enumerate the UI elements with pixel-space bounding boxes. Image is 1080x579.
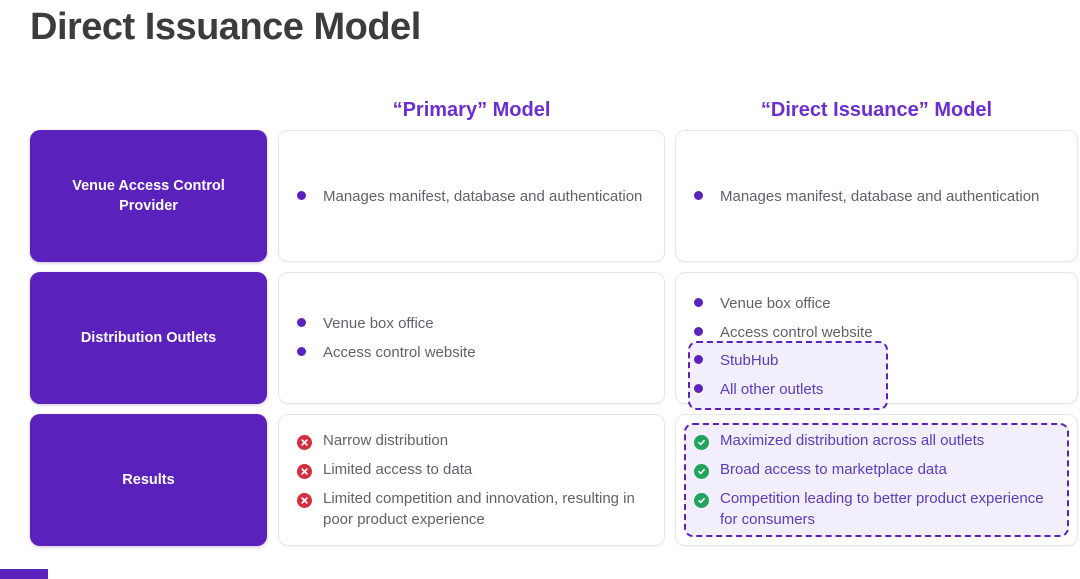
- list-item-label: Broad access to marketplace data: [720, 461, 947, 478]
- list-item: Broad access to marketplace data: [694, 455, 1057, 484]
- bullet-dot-icon: [694, 379, 720, 393]
- bullet-dot-icon: [694, 293, 720, 307]
- list-item-label: All other outlets: [720, 381, 824, 398]
- bullet-list: Manages manifest, database and authentic…: [297, 182, 648, 211]
- list-item: Narrow distribution: [297, 426, 648, 455]
- list-item: Venue box office: [297, 309, 648, 338]
- list-item-label: Manages manifest, database and authentic…: [323, 187, 643, 205]
- cell-direct-results: Maximized distribution across all outlet…: [675, 414, 1078, 546]
- list-item-label: Limited competition and innovation, resu…: [323, 490, 635, 528]
- cell-primary-distribution-outlets: Venue box office Access control website: [278, 272, 665, 404]
- list-item-label: Competition leading to better product ex…: [720, 490, 1044, 528]
- list-item: Limited access to data: [297, 455, 648, 484]
- cross-circle-icon: [297, 488, 323, 508]
- bullet-dot-icon: [297, 313, 323, 327]
- check-circle-icon: [694, 430, 720, 450]
- list-item-label: Access control website: [323, 344, 476, 361]
- cell-primary-venue-access: Manages manifest, database and authentic…: [278, 130, 665, 262]
- row-label-venue-access-control-provider[interactable]: Venue Access Control Provider: [30, 130, 267, 262]
- bullet-dot-icon: [297, 342, 323, 356]
- bullet-dot-icon: [694, 350, 720, 364]
- row-label-results[interactable]: Results: [30, 414, 267, 546]
- cell-direct-distribution-outlets: Venue box office Access control website …: [675, 272, 1078, 410]
- bullet-list: Manages manifest, database and authentic…: [694, 182, 1061, 211]
- list-item-label: Manages manifest, database and authentic…: [720, 187, 1040, 205]
- list-item: StubHub: [694, 346, 880, 375]
- list-item: Venue box office: [694, 289, 1061, 318]
- bullet-dot-icon: [694, 186, 720, 200]
- list-item-label: Access control website: [720, 324, 873, 341]
- list-item: Competition leading to better product ex…: [694, 484, 1057, 534]
- bullet-list: Narrow distribution Limited access to da…: [297, 426, 648, 534]
- row-label-text: Venue Access Control Provider: [72, 178, 225, 214]
- row-label-text: Distribution Outlets: [80, 330, 217, 346]
- column-header-primary: “Primary” Model: [392, 99, 551, 121]
- bullet-dot-icon: [694, 322, 720, 336]
- cross-circle-icon: [297, 459, 323, 479]
- list-item-label: StubHub: [720, 352, 779, 369]
- list-item: All other outlets: [694, 375, 880, 404]
- page-title: Direct Issuance Model: [30, 6, 421, 48]
- check-circle-icon: [694, 488, 720, 508]
- check-circle-icon: [694, 459, 720, 479]
- cell-primary-results: Narrow distribution Limited access to da…: [278, 414, 665, 546]
- bullet-dot-icon: [297, 186, 323, 200]
- table-row: Results Narrow distribution: [0, 414, 1080, 546]
- cross-circle-icon: [297, 430, 323, 450]
- list-item: Maximized distribution across all outlet…: [694, 426, 1057, 455]
- list-item: Manages manifest, database and authentic…: [297, 182, 648, 211]
- slide-corner-accent-bar: [0, 569, 48, 579]
- table-row: Distribution Outlets Venue box office Ac…: [0, 272, 1080, 410]
- bullet-list: Venue box office Access control website: [297, 309, 648, 367]
- list-item-label: Narrow distribution: [323, 432, 449, 449]
- list-item-label: Limited access to data: [323, 461, 473, 478]
- table-row: Venue Access Control Provider Manages ma…: [0, 130, 1080, 262]
- column-header-direct-issuance: “Direct Issuance” Model: [760, 99, 993, 121]
- highlight-box-direct-results: Maximized distribution across all outlet…: [684, 423, 1069, 537]
- list-item: Access control website: [297, 338, 648, 367]
- list-item-label: Venue box office: [323, 315, 434, 332]
- row-label-distribution-outlets[interactable]: Distribution Outlets: [30, 272, 267, 404]
- row-label-text: Results: [122, 472, 175, 488]
- list-item: Access control website: [694, 318, 1061, 347]
- list-item-label: Venue box office: [720, 295, 831, 312]
- list-item: Manages manifest, database and authentic…: [694, 182, 1061, 211]
- bullet-list: Venue box office Access control website: [694, 289, 1061, 347]
- list-item-label: Maximized distribution across all outlet…: [720, 432, 985, 449]
- cell-direct-venue-access: Manages manifest, database and authentic…: [675, 130, 1078, 262]
- list-item: Limited competition and innovation, resu…: [297, 484, 648, 534]
- highlight-box-new-outlets: StubHub All other outlets: [688, 341, 888, 410]
